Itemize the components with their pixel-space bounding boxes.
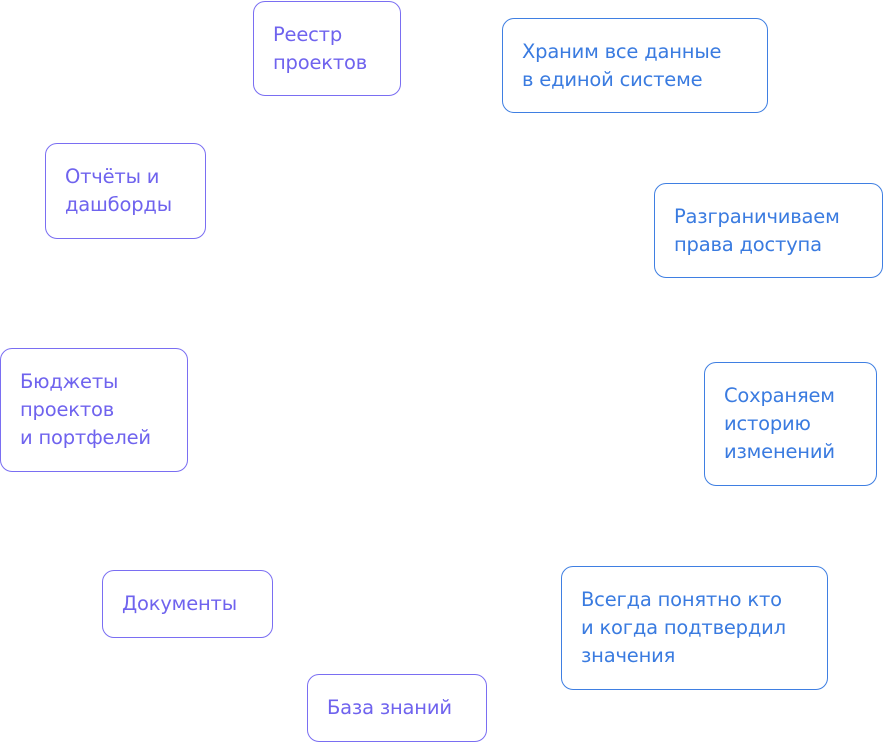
card-documents: Документы [102, 570, 273, 638]
card-single-system: Храним все данные в единой системе [502, 18, 768, 113]
card-access-rights: Разграничиваем права доступа [654, 183, 883, 278]
card-project-registry: Реестр проектов [253, 1, 401, 96]
card-approvals: Всегда понятно кто и когда подтвердил зн… [561, 566, 828, 690]
card-knowledge-base: База знаний [307, 674, 487, 742]
card-reports-dashboards: Отчёты и дашборды [45, 143, 206, 239]
card-budgets: Бюджеты проектов и портфелей [0, 348, 188, 472]
card-change-history: Сохраняем историю изменений [704, 362, 877, 486]
